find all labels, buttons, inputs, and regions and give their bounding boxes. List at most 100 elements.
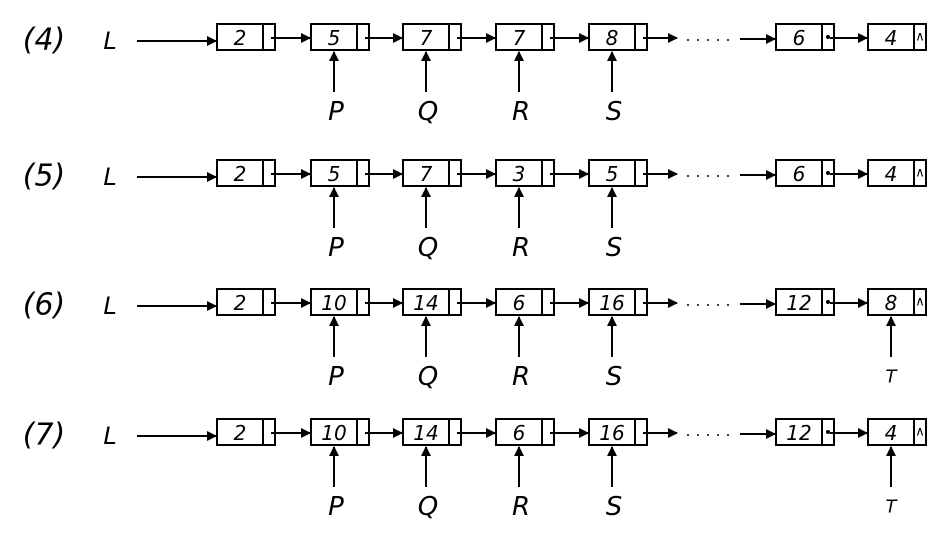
null-pointer-symbol: ∧ <box>915 30 925 45</box>
node-value: 8 <box>606 26 619 50</box>
list-node: 6 <box>775 159 835 187</box>
pointer-label: P <box>328 97 344 127</box>
pointer-label: S <box>606 492 623 522</box>
list-node: 4∧ <box>867 418 927 446</box>
node-value: 2 <box>234 291 247 315</box>
list-node: 5 <box>588 159 648 187</box>
node-box <box>402 23 462 51</box>
list-node: 7 <box>402 23 462 51</box>
list-node: 16 <box>588 418 648 446</box>
head-pointer-label: L <box>103 422 116 450</box>
node-value: 4 <box>885 26 898 50</box>
node-value: 3 <box>513 162 526 186</box>
node-box <box>495 418 555 446</box>
node-box <box>310 23 370 51</box>
list-node: 12 <box>775 418 835 446</box>
null-pointer-symbol: ∧ <box>915 295 925 310</box>
list-node: 10 <box>310 288 370 316</box>
list-node: 4∧ <box>867 23 927 51</box>
pointer-label: Q <box>418 362 438 392</box>
list-node: 6 <box>775 23 835 51</box>
node-box <box>588 418 648 446</box>
node-box <box>867 288 927 316</box>
node-value: 6 <box>513 291 526 315</box>
node-value: 5 <box>328 26 341 50</box>
row-label: (4) <box>23 23 66 58</box>
list-node: 12 <box>775 288 835 316</box>
row-label: (6) <box>23 288 66 323</box>
head-pointer-label: L <box>103 163 116 191</box>
node-value: 2 <box>234 26 247 50</box>
row-label: (7) <box>23 418 66 453</box>
node-value: 6 <box>513 421 526 445</box>
pointer-label: R <box>512 233 530 263</box>
node-value: 4 <box>885 162 898 186</box>
node-value: 5 <box>328 162 341 186</box>
node-box <box>867 159 927 187</box>
node-box <box>310 288 370 316</box>
node-value: 14 <box>413 421 438 445</box>
next-pointer-dot <box>826 300 830 304</box>
list-node: 2 <box>216 23 276 51</box>
list-node: 8 <box>588 23 648 51</box>
pointer-label: P <box>328 233 344 263</box>
tail-pointer-label: T <box>886 367 899 388</box>
list-node: 7 <box>495 23 555 51</box>
node-value: 2 <box>234 162 247 186</box>
pointer-label: R <box>512 362 530 392</box>
node-value: 2 <box>234 421 247 445</box>
node-value: 5 <box>606 162 619 186</box>
node-box <box>775 23 835 51</box>
list-node: 2 <box>216 159 276 187</box>
pointer-label: R <box>512 97 530 127</box>
pointer-label: Q <box>418 233 438 263</box>
null-pointer-symbol: ∧ <box>915 425 925 440</box>
list-node: 16 <box>588 288 648 316</box>
node-value: 14 <box>413 291 438 315</box>
node-value: 7 <box>513 26 526 50</box>
node-box <box>402 159 462 187</box>
node-value: 4 <box>885 421 898 445</box>
list-node: 6 <box>495 418 555 446</box>
pointer-label: S <box>606 97 623 127</box>
node-value: 7 <box>420 162 433 186</box>
node-box <box>867 418 927 446</box>
list-node: 10 <box>310 418 370 446</box>
node-box <box>867 23 927 51</box>
node-value: 10 <box>321 421 346 445</box>
node-box <box>216 159 276 187</box>
node-box <box>216 288 276 316</box>
pointer-label: P <box>328 362 344 392</box>
head-pointer-label: L <box>103 292 116 320</box>
node-value: 12 <box>786 291 811 315</box>
list-node: 3 <box>495 159 555 187</box>
node-value: 8 <box>885 291 898 315</box>
list-node: 2 <box>216 288 276 316</box>
list-node: 4∧ <box>867 159 927 187</box>
null-pointer-symbol: ∧ <box>915 166 925 181</box>
head-pointer-label: L <box>103 27 116 55</box>
tail-pointer-label: T <box>886 497 899 518</box>
node-value: 12 <box>786 421 811 445</box>
next-pointer-dot <box>826 35 830 39</box>
node-box <box>402 418 462 446</box>
node-box <box>775 288 835 316</box>
node-box <box>495 288 555 316</box>
node-box <box>775 159 835 187</box>
pointer-label: R <box>512 492 530 522</box>
node-box <box>402 288 462 316</box>
node-value: 10 <box>321 291 346 315</box>
pointer-label: P <box>328 492 344 522</box>
node-value: 6 <box>793 162 806 186</box>
list-node: 8∧ <box>867 288 927 316</box>
list-node: 6 <box>495 288 555 316</box>
list-node: 5 <box>310 23 370 51</box>
node-value: 16 <box>599 291 624 315</box>
list-node: 5 <box>310 159 370 187</box>
next-pointer-dot <box>826 171 830 175</box>
